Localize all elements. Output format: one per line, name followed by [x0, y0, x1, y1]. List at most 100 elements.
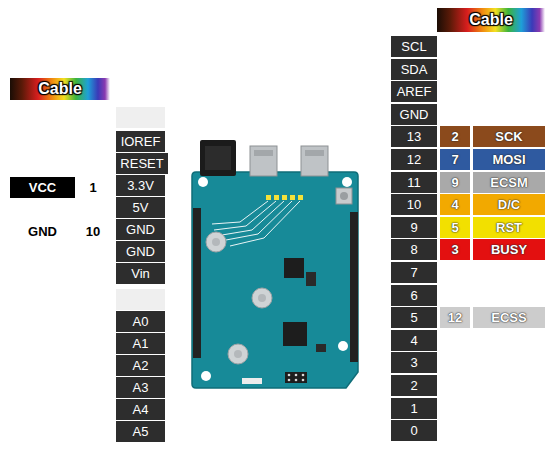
- pin-label: 1: [391, 398, 437, 419]
- pin-label: 6: [391, 285, 437, 306]
- cable-number: 3: [440, 239, 470, 260]
- label-text: 5: [451, 221, 458, 234]
- label-text: RST: [496, 221, 522, 234]
- signal-label: SCK: [473, 126, 545, 147]
- label-text: SDA: [401, 63, 428, 76]
- pin-label: 2: [391, 375, 437, 396]
- label-text: SCK: [495, 130, 522, 143]
- label-text: GND: [400, 108, 429, 121]
- cable-number: 12: [440, 307, 470, 328]
- pin-label: Vin: [116, 263, 165, 284]
- label-text: 8: [410, 243, 417, 256]
- pin-label: 7: [391, 262, 437, 283]
- label-text: 10: [86, 225, 100, 238]
- pin-label: 4: [391, 330, 437, 351]
- label-text: BUSY: [491, 243, 527, 256]
- pin-label: GND: [116, 219, 165, 240]
- arduino-board: [192, 140, 358, 388]
- label-text: 2: [410, 379, 417, 392]
- label-text: D/C: [498, 198, 520, 211]
- cable-header: Cable: [437, 8, 545, 32]
- pin-label: A3: [116, 377, 165, 398]
- label-text: 4: [410, 334, 417, 347]
- pin-label: 11: [391, 172, 437, 193]
- label-text: 1: [410, 402, 417, 415]
- pin-label: SCL: [391, 36, 437, 57]
- pin-label: 5: [391, 307, 437, 328]
- label-text: A0: [133, 315, 149, 328]
- signal-label: RST: [473, 217, 545, 238]
- pin-label: RESET: [116, 153, 168, 174]
- pin-label: A4: [116, 399, 165, 420]
- pin-label: 0: [391, 420, 437, 441]
- pin-label: A2: [116, 355, 165, 376]
- label-text: 11: [407, 176, 421, 189]
- label-text: GND: [28, 225, 57, 238]
- label-text: 5: [410, 311, 417, 324]
- label-text: VCC: [29, 181, 56, 194]
- label-text: 2: [451, 130, 458, 143]
- label-text: 9: [410, 221, 417, 234]
- pin-label: A5: [116, 421, 165, 442]
- cable-header: Cable: [10, 78, 110, 100]
- cable-number: 7: [440, 149, 470, 170]
- label-text: 7: [451, 153, 458, 166]
- label-text: 3: [410, 356, 417, 369]
- pin-label: GND: [116, 241, 165, 262]
- pin-label: 8: [391, 239, 437, 260]
- pin-label: 3.3V: [116, 175, 165, 196]
- signal-label: VCC: [10, 177, 75, 198]
- pin-label: A1: [116, 333, 165, 354]
- label-text: 13: [407, 130, 421, 143]
- pin-label: 3: [391, 352, 437, 373]
- label-text: 9: [451, 176, 458, 189]
- label-text: A1: [133, 337, 149, 350]
- label-text: A2: [133, 359, 149, 372]
- cable-number: 5: [440, 217, 470, 238]
- label-text: MOSI: [492, 153, 525, 166]
- signal-label: ECSM: [473, 172, 545, 193]
- signal-label: MOSI: [473, 149, 545, 170]
- label-text: A4: [133, 403, 149, 416]
- pin-label: GND: [391, 104, 437, 125]
- label-text: ECSM: [490, 176, 528, 189]
- cable-number: 4: [440, 194, 470, 215]
- cable-number: 10: [78, 221, 108, 242]
- blank-pin-cell: [116, 289, 165, 310]
- cable-number: 2: [440, 126, 470, 147]
- label-text: A3: [133, 381, 149, 394]
- label-text: 12: [448, 311, 462, 324]
- label-text: 4: [451, 198, 458, 211]
- signal-label: D/C: [473, 194, 545, 215]
- label-text: 12: [407, 153, 421, 166]
- pin-label: 5V: [116, 197, 165, 218]
- cable-number: 1: [78, 177, 108, 198]
- pin-label: 12: [391, 149, 437, 170]
- pin-label: SDA: [391, 59, 437, 80]
- label-text: RESET: [120, 157, 163, 170]
- blank-pin-cell: [116, 107, 165, 128]
- cable-title: Cable: [38, 81, 82, 97]
- pin-label: 13: [391, 126, 437, 147]
- label-text: 10: [407, 198, 421, 211]
- label-text: 3: [451, 243, 458, 256]
- label-text: IOREF: [121, 135, 161, 148]
- cable-title: Cable: [469, 12, 513, 28]
- label-text: 0: [410, 424, 417, 437]
- label-text: 5V: [133, 201, 149, 214]
- signal-label: GND: [10, 221, 75, 242]
- pin-label: 10: [391, 194, 437, 215]
- pin-label: IOREF: [116, 131, 165, 152]
- pin-label: AREF: [391, 81, 437, 102]
- label-text: 3.3V: [127, 179, 154, 192]
- label-text: GND: [126, 245, 155, 258]
- label-text: SCL: [401, 40, 426, 53]
- label-text: Vin: [131, 267, 150, 280]
- label-text: GND: [126, 223, 155, 236]
- label-text: A5: [133, 425, 149, 438]
- pin-label: 9: [391, 217, 437, 238]
- cable-number: 9: [440, 172, 470, 193]
- label-text: AREF: [397, 85, 432, 98]
- pin-label: A0: [116, 311, 165, 332]
- signal-label: BUSY: [473, 239, 545, 260]
